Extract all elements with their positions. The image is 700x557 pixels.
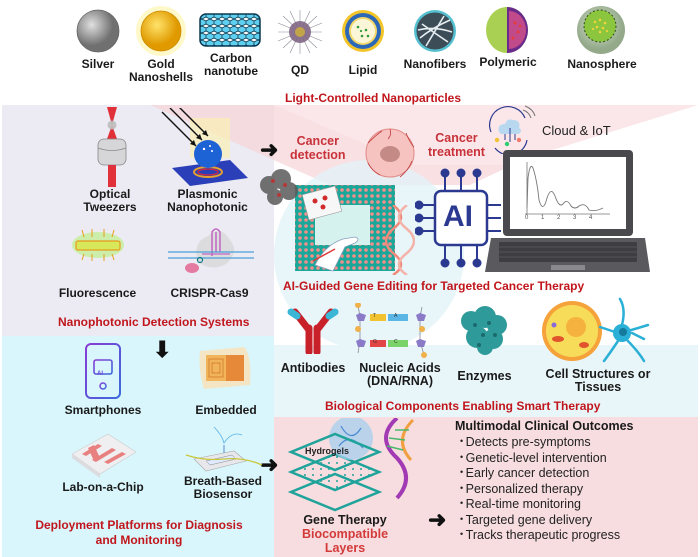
outcomes-list: Detects pre-symptoms Genetic-level inter… bbox=[460, 434, 620, 543]
nanoparticle-label-carbon: Carbon nanotube bbox=[204, 51, 258, 78]
hydrogel-layers-icon bbox=[287, 418, 415, 512]
deployment-label-smartphones: Smartphones bbox=[64, 403, 142, 417]
nanoparticle-label-nanosphere: Nanosphere bbox=[567, 57, 637, 71]
cancer-treatment-label: Cancer treatment bbox=[428, 131, 485, 159]
nanoparticle-label-lipid: Lipid bbox=[348, 63, 378, 77]
plasmonic-nanophotonic-label: Plasmonic Nanophotonic bbox=[167, 187, 248, 214]
nanofibers-icon bbox=[414, 10, 456, 52]
optical-tweezers-icon bbox=[97, 107, 127, 187]
section-title-light-controlled: Light-Controlled Nanoparticles bbox=[285, 91, 462, 105]
outcomes-title: Multimodal Clinical Outcomes bbox=[455, 419, 634, 433]
cloud-iot-icon bbox=[489, 105, 536, 154]
arrow-right-to-ai: ➜ bbox=[260, 137, 279, 162]
polymeric-icon bbox=[486, 7, 528, 53]
outcome-item: Detects pre-symptoms bbox=[460, 434, 620, 450]
tick-label: 4 bbox=[589, 215, 593, 221]
fluorescence-label: Fluorescence bbox=[58, 286, 137, 300]
section-title-biological-components: Biological Components Enabling Smart The… bbox=[325, 399, 601, 413]
gene-therapy-subtitle-line1: Biocompatible bbox=[301, 527, 389, 541]
bio-label-enzymes: Enzymes bbox=[457, 369, 512, 383]
crispr-cas9-label: CRISPR-Cas9 bbox=[170, 286, 249, 300]
lipid-icon bbox=[342, 10, 384, 52]
optical-tweezers-label: Optical Tweezers bbox=[83, 187, 137, 214]
ai-chip-icon bbox=[415, 168, 501, 268]
plasmonic-nanophotonic-icon bbox=[161, 108, 248, 186]
base-label: G bbox=[373, 339, 377, 345]
tick-label: 1 bbox=[541, 215, 545, 221]
crispr-cas9-icon bbox=[168, 228, 254, 273]
bio-label-nucleic-acids: Nucleic Acids (DNA/RNA) bbox=[359, 361, 441, 388]
bio-label-antibodies: Antibodies bbox=[280, 361, 346, 375]
tick-label: 3 bbox=[573, 215, 577, 221]
nanoparticle-label-polymeric: Polymeric bbox=[479, 55, 537, 69]
cancer-detection-label: Cancer detection bbox=[290, 134, 346, 162]
arrow-right-to-outcomes: ➜ bbox=[428, 507, 447, 532]
nanosphere-icon bbox=[577, 6, 625, 54]
outcome-item: Targeted gene delivery bbox=[460, 512, 620, 528]
base-label: A bbox=[394, 313, 398, 319]
tick-label: 2 bbox=[557, 215, 561, 221]
quantum-dot-icon bbox=[277, 10, 323, 54]
smartphone-ai-icon bbox=[74, 343, 132, 399]
section-title-deployment-line2: and Monitoring bbox=[95, 533, 183, 547]
bio-label-cell-structures: Cell Structures or Tissues bbox=[545, 367, 651, 394]
smartphone-ai-label: AI bbox=[97, 371, 103, 377]
section-title-ai-gene-editing: AI-Guided Gene Editing for Targeted Canc… bbox=[283, 279, 585, 293]
base-label: T bbox=[373, 313, 377, 319]
biochip-icon bbox=[295, 185, 395, 272]
nanoparticle-label-gold: Gold Nanoshells bbox=[128, 57, 194, 84]
silver-sphere-icon bbox=[76, 9, 120, 53]
gene-therapy-title: Gene Therapy bbox=[303, 513, 387, 527]
carbon-nanotube-icon bbox=[199, 13, 261, 47]
outcome-item: Real-time monitoring bbox=[460, 496, 620, 512]
cell-neuron-icon bbox=[542, 297, 650, 363]
antibody-icon bbox=[287, 308, 339, 354]
nanoparticle-label-qd: QD bbox=[291, 63, 309, 77]
dna-helix-icon bbox=[385, 205, 415, 275]
ai-chip-label: AI bbox=[443, 200, 473, 233]
laptop-screen-chart bbox=[525, 162, 610, 215]
section-title-deployment-line1: Deployment Platforms for Diagnosis bbox=[35, 518, 243, 532]
arrow-down-to-deployment: ⬇ bbox=[153, 337, 172, 362]
section-title-nanophotonic-detection: Nanophotonic Detection Systems bbox=[58, 315, 250, 329]
deployment-label-embedded: Embedded bbox=[195, 403, 257, 417]
gold-sphere-icon bbox=[136, 6, 186, 56]
outcome-item: Early cancer detection bbox=[460, 465, 620, 481]
outcome-item: Tracks therapeutic progress bbox=[460, 527, 620, 543]
breath-biosensor-icon bbox=[185, 426, 263, 472]
nanoparticle-label-nanofibers: Nanofibers bbox=[403, 57, 467, 71]
base-label: C bbox=[394, 339, 398, 345]
lab-on-chip-icon bbox=[71, 433, 137, 478]
cancer-cell-icon bbox=[365, 128, 415, 178]
outcome-item: Genetic-level intervention bbox=[460, 450, 620, 466]
fluorescence-icon bbox=[72, 229, 124, 261]
hydrogels-label: Hydrogels bbox=[305, 446, 350, 456]
gene-therapy-subtitle-line2: Layers bbox=[324, 541, 366, 555]
enzyme-icon bbox=[461, 306, 507, 355]
cloud-iot-label: Cloud & IoT bbox=[542, 123, 611, 138]
laptop-chart-ticks: 0 1 2 3 4 bbox=[525, 215, 615, 225]
laptop-icon bbox=[485, 150, 650, 272]
tick-label: 0 bbox=[525, 215, 529, 221]
outcome-item: Personalized therapy bbox=[460, 481, 620, 497]
deployment-label-lab-on-chip: Lab-on-a-Chip bbox=[62, 480, 144, 494]
protein-structure-icon bbox=[260, 169, 298, 205]
nucleic-acid-icon bbox=[355, 303, 427, 358]
arrow-right-to-gene-therapy: ➜ bbox=[260, 452, 279, 477]
deployment-label-breath-biosensor: Breath-Based Biosensor bbox=[183, 474, 263, 501]
nanoparticle-label-silver: Silver bbox=[81, 57, 115, 71]
nanoparticle-row: Silver Gold Nanoshells Carbon nanotube Q… bbox=[0, 0, 700, 100]
embedded-patch-icon bbox=[199, 347, 251, 389]
